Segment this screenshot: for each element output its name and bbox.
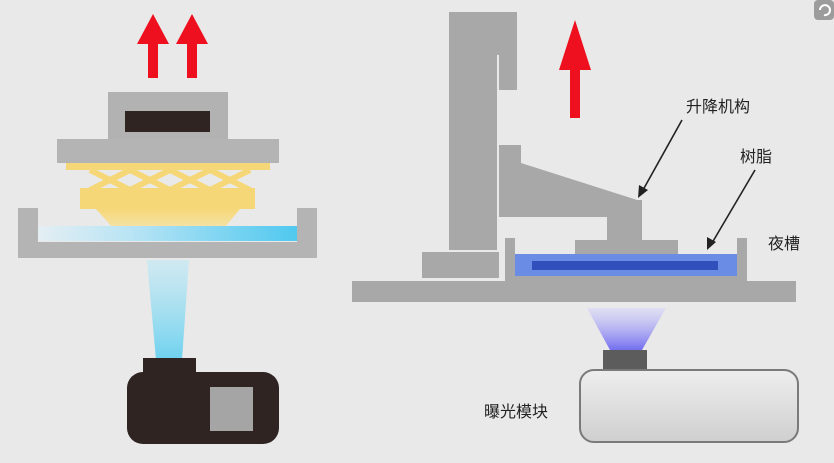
lift-arm-horizontal: [499, 200, 642, 217]
exposure-module-body: [579, 369, 799, 443]
up-arrow-icon: [559, 20, 591, 118]
right-printer: 升降机构 树脂 夜槽 曝光模块: [352, 12, 800, 443]
left-light-beam: [147, 260, 189, 360]
right-light-beam: [587, 308, 666, 350]
lift-arm-drop: [607, 200, 642, 242]
label-tank: 夜槽: [768, 234, 800, 253]
lift-arm-vertical: [499, 145, 521, 217]
build-plate: [57, 139, 279, 163]
platform-slot: [125, 111, 210, 132]
right-cured-layer: [532, 261, 718, 270]
left-projector-body: [127, 372, 279, 444]
exposure-lens: [603, 350, 647, 370]
left-projector-window: [210, 387, 253, 431]
right-resin-tank: [505, 238, 747, 281]
label-lift-mechanism: 升降机构: [686, 97, 750, 116]
corner-badge-icon[interactable]: [814, 0, 834, 20]
pointer-arrow-icon: [707, 169, 756, 250]
label-resin: 树脂: [740, 147, 772, 166]
up-arrow-icon: [137, 14, 169, 78]
column-side-block: [499, 55, 517, 90]
left-resin-layer: [38, 226, 300, 241]
column-body: [449, 55, 497, 250]
left-printer: [18, 14, 317, 444]
base-plate: [352, 281, 796, 302]
lift-arm-wedge: [521, 163, 637, 200]
up-arrow-icon: [176, 14, 208, 78]
lift-plate: [575, 240, 678, 254]
pointer-arrow-icon: [638, 119, 683, 198]
label-exposure-module: 曝光模块: [484, 402, 548, 421]
column-top: [449, 12, 517, 55]
left-resin-tank: [18, 208, 317, 258]
column-foot: [422, 252, 499, 278]
